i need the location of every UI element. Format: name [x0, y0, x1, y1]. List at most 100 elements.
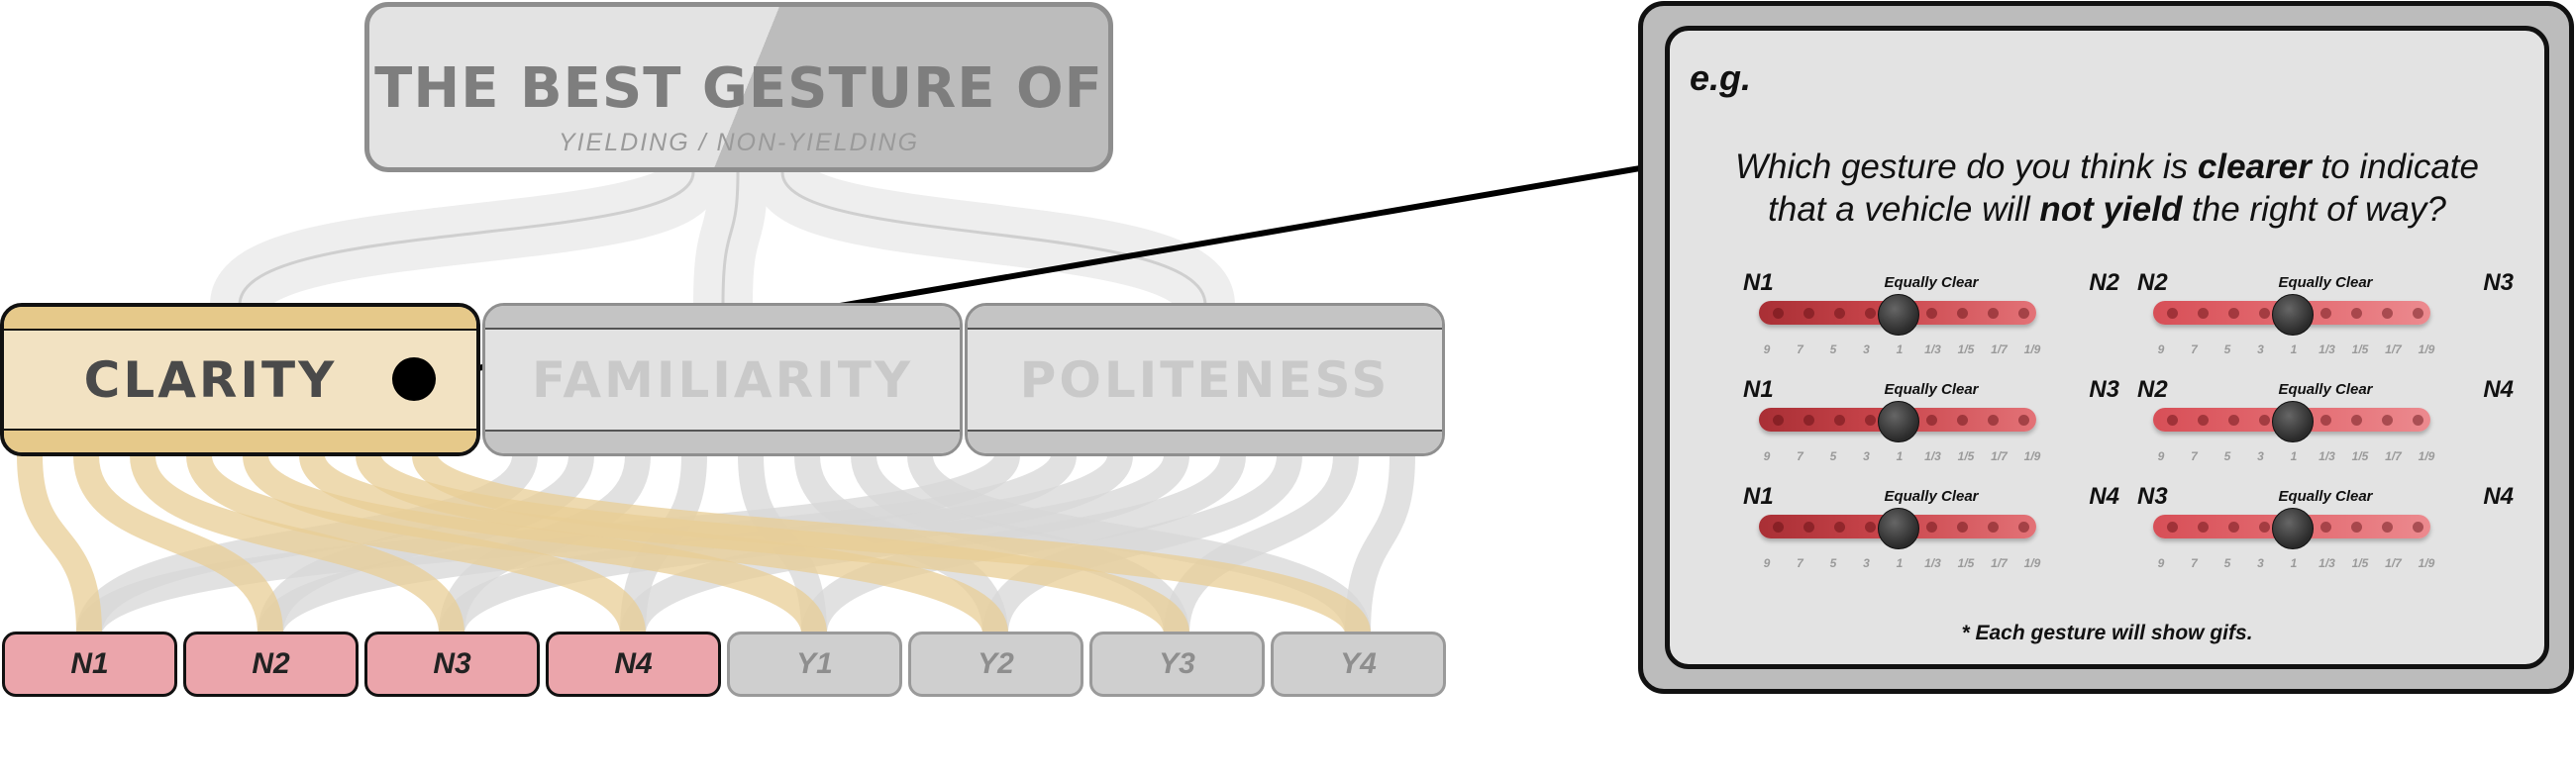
scale-label: 1 [1896, 556, 1904, 570]
slider-tick [2351, 308, 2362, 319]
scale-label: 1/3 [1924, 449, 1941, 463]
scale-label: 9 [2157, 449, 2165, 463]
pair-left-label: N2 [2137, 269, 2168, 296]
scale-label: 5 [1829, 342, 1837, 356]
slider-tick [2259, 308, 2270, 319]
comparison-slider[interactable] [2153, 508, 2430, 549]
slider-tick [2413, 415, 2423, 426]
slider-tick [2320, 415, 2331, 426]
scale-label: 9 [2157, 556, 2165, 570]
slider-tick [1988, 522, 1999, 533]
scale-label: 7 [1797, 556, 1803, 570]
slider-tick [2351, 522, 2362, 533]
comparison-slider[interactable] [2153, 401, 2430, 442]
clarity-link [243, 442, 827, 646]
pair-left-label: N1 [1743, 483, 1774, 510]
scale-label: 3 [1863, 556, 1870, 570]
goal-subtitle: YIELDING / NON-YIELDING [558, 129, 920, 156]
scale-label: 9 [1763, 449, 1771, 463]
scale-label: 1/7 [2385, 556, 2402, 570]
goal-criterion-links [210, 143, 1235, 335]
scale-label: 7 [1797, 449, 1803, 463]
slider-knob[interactable] [1878, 508, 1919, 549]
slider-knob[interactable] [1878, 294, 1919, 336]
scale-label: 3 [2257, 342, 2264, 356]
scale-label: 7 [1797, 342, 1803, 356]
alternative-y1: Y1 [727, 632, 902, 697]
equal-label: Equally Clear [2278, 274, 2373, 291]
slider-tick [1926, 308, 1937, 319]
scale-label: 1/9 [2418, 342, 2435, 356]
slider-tick [2018, 308, 2029, 319]
scale-label: 1/5 [2351, 449, 2369, 463]
slider-knob[interactable] [2272, 401, 2314, 442]
scale-label: 1/9 [2418, 556, 2435, 570]
pair-left-label: N1 [1743, 376, 1774, 403]
slider-tick [1834, 522, 1845, 533]
slider-tick [2167, 415, 2178, 426]
slider-tick [2228, 415, 2239, 426]
slider-tick [1803, 308, 1814, 319]
slider-tick [1773, 308, 1784, 319]
alternative-y3: Y3 [1089, 632, 1265, 697]
slider-tick [2320, 522, 2331, 533]
slider-knob[interactable] [2272, 294, 2314, 336]
criterion-label: FAMILIARITY [531, 350, 914, 409]
scale-label: 3 [2257, 556, 2264, 570]
slider-tick [2228, 522, 2239, 533]
scale-label: 1/9 [2023, 556, 2041, 570]
slider-tick [1865, 415, 1876, 426]
goal-box: THE BEST GESTURE OF YIELDING / NON-YIELD… [364, 2, 1113, 172]
pair-right-label: N4 [2089, 483, 2119, 510]
slider-tick [2382, 308, 2393, 319]
goal-link-edge [721, 170, 740, 307]
alternative-n3: N3 [364, 632, 540, 697]
comparison-slider[interactable] [2153, 294, 2430, 336]
slider-tick [2167, 308, 2178, 319]
scale-label: 5 [2223, 449, 2231, 463]
criterion-politeness: POLITENESS [965, 303, 1445, 456]
slider-tick [2259, 522, 2270, 533]
goal-link-edge [238, 170, 695, 307]
slider-tick [1957, 522, 1968, 533]
equal-label: Equally Clear [1884, 381, 1979, 398]
slider-tick [1957, 308, 1968, 319]
question-text: Which gesture do you think is clearer to… [1734, 147, 2479, 229]
footnote: * Each gesture will show gifs. [1961, 622, 2253, 644]
alternative-n4: N4 [546, 632, 721, 697]
pair-right-label: N4 [2483, 376, 2514, 403]
slider-tick [2320, 308, 2331, 319]
comparison-slider[interactable] [1759, 508, 2036, 549]
comparison-slider[interactable] [1759, 401, 2036, 442]
scale-label: 9 [2157, 342, 2165, 356]
scale-label: 5 [1829, 556, 1837, 570]
pair-left-label: N3 [2137, 483, 2168, 510]
pair-right-label: N2 [2089, 269, 2119, 296]
slider-tick [1803, 415, 1814, 426]
slider-tick [2228, 308, 2239, 319]
slider-knob[interactable] [1878, 401, 1919, 442]
scale-label: 1/9 [2023, 342, 2041, 356]
slider-tick [2382, 415, 2393, 426]
slider-tick [1865, 308, 1876, 319]
scale-label: 5 [1829, 449, 1837, 463]
slider-tick [2198, 415, 2209, 426]
slider-tick [1773, 522, 1784, 533]
clarity-link [73, 442, 283, 646]
pair-right-label: N3 [2089, 376, 2119, 403]
slider-knob[interactable] [2272, 508, 2314, 549]
equal-label: Equally Clear [1884, 274, 1979, 291]
scale-label: 1/7 [1991, 342, 2008, 356]
slider-tick [2198, 308, 2209, 319]
criterion-link [1164, 442, 1359, 646]
comparison-slider[interactable] [1759, 294, 2036, 336]
scale-label: 1/5 [2351, 556, 2369, 570]
example-tag: e.g. [1690, 57, 1752, 98]
scale-label: 1/3 [1924, 342, 1941, 356]
criterion-familiarity: FAMILIARITY [482, 303, 963, 456]
